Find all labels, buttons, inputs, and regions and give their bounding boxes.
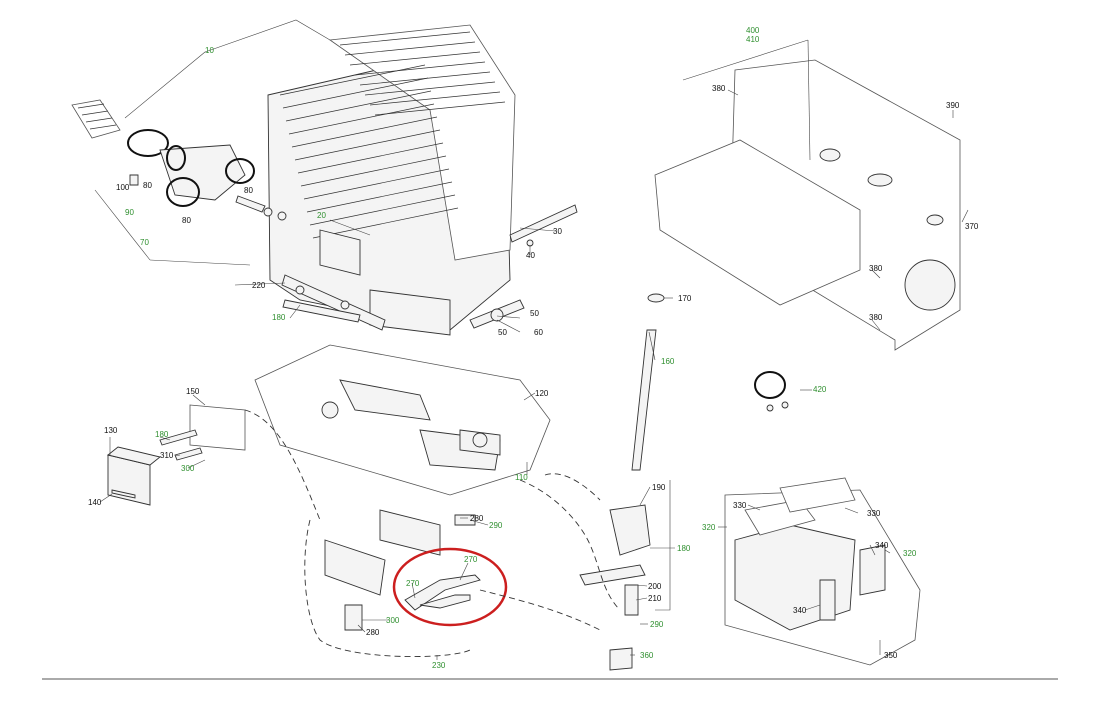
gas-spring [631,293,665,471]
drawer-assembly [724,477,921,666]
label-100: 100 [116,183,130,192]
base-tray [254,344,551,496]
label-370: 370 [965,222,979,231]
label-400: 400 [746,26,760,35]
label-420: 420 [813,385,827,394]
label-50-lower: 50 [498,328,507,337]
label-160: 160 [661,357,675,366]
label-380-top: 380 [712,84,726,93]
label-80-c: 80 [182,216,191,225]
label-210: 210 [648,594,662,603]
label-360: 360 [640,651,654,660]
gas-pipe-270 [392,547,508,627]
label-150: 150 [186,387,200,396]
burner-assembly [324,509,476,631]
label-190: 190 [652,483,666,492]
label-80-a: 80 [143,181,152,190]
label-20: 20 [317,211,326,220]
label-90: 90 [125,208,134,217]
label-180-valve: 180 [677,544,691,553]
fasteners-upper [235,195,578,329]
label-380-mid: 380 [869,264,883,273]
label-180-rail: 180 [272,313,286,322]
label-130: 130 [104,426,118,435]
label-320-right: 320 [903,549,917,558]
label-320-left: 320 [702,523,716,532]
label-200: 200 [648,582,662,591]
label-30: 30 [553,227,562,236]
label-340-right: 340 [875,541,889,550]
label-280-left: 280 [366,628,380,637]
label-50-upper: 50 [530,309,539,318]
casing-cover [654,59,961,351]
label-290-upper: 290 [489,521,503,530]
gas-valve [579,504,651,671]
label-170: 170 [678,294,692,303]
label-340-lower: 340 [793,606,807,615]
control-unit [106,404,246,506]
label-410: 410 [746,35,760,44]
label-10: 10 [205,46,214,55]
label-300-left: 300 [181,464,195,473]
part-labels: 10 20 30 40 50 50 60 70 80 80 80 90 100 … [88,26,979,670]
label-220: 220 [252,281,266,290]
label-280-right: 280 [470,514,484,523]
label-310: 310 [160,451,174,460]
label-270-left: 270 [406,579,420,588]
label-290-lower: 290 [650,620,664,629]
label-330-left: 330 [733,501,747,510]
label-270-right: 270 [464,555,478,564]
heat-exchanger [267,24,516,336]
electrode-rail [281,274,386,331]
label-110: 110 [515,473,528,482]
flue-intake-assembly [71,99,255,207]
label-180-left: 180 [155,430,169,439]
label-60: 60 [534,328,543,337]
label-390: 390 [946,101,960,110]
label-300-burner: 300 [386,616,400,625]
label-140: 140 [88,498,102,507]
label-70: 70 [140,238,149,247]
label-350: 350 [884,651,898,660]
cable-routes [244,409,621,657]
label-80-b: 80 [244,186,253,195]
label-120: 120 [535,389,549,398]
label-330-right: 330 [867,509,881,518]
label-230: 230 [432,661,446,670]
label-40: 40 [526,251,535,260]
label-380-low: 380 [869,313,883,322]
leader-lines [94,19,969,660]
sealing-ring [754,371,789,412]
